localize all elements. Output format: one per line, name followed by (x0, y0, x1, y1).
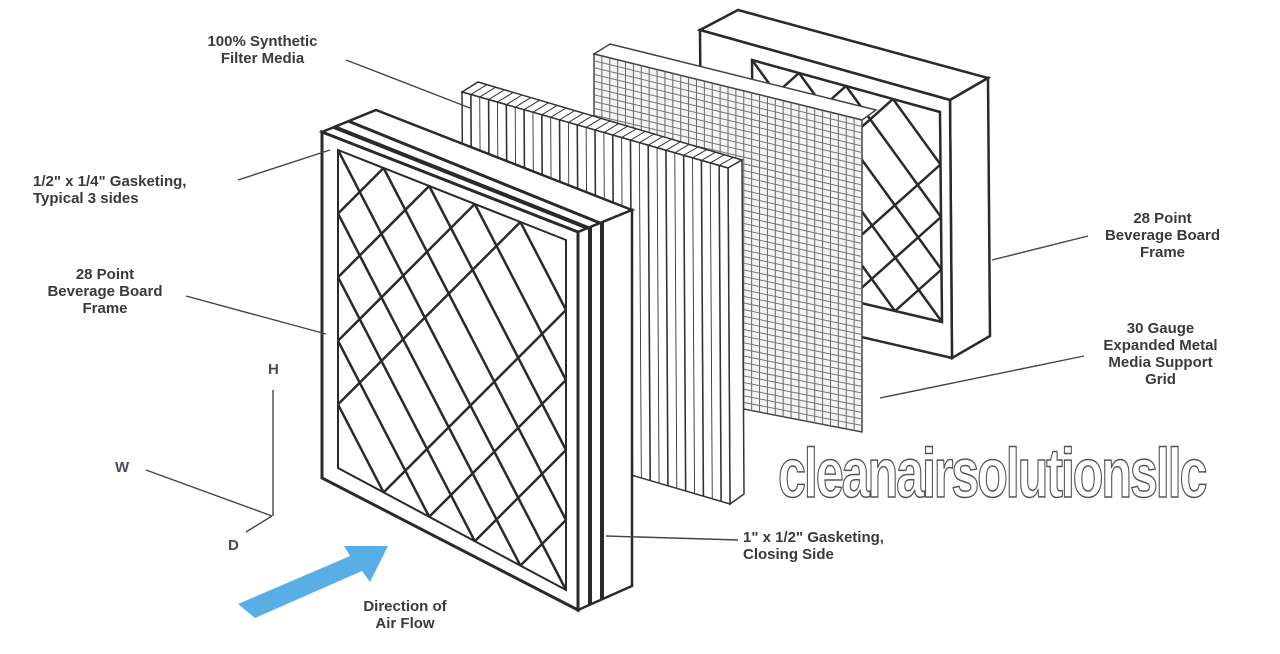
media-pleat-top-8 (532, 102, 549, 113)
front-frame-strut-9 (337, 185, 431, 279)
watermark: cleanairsolutionsllc (777, 433, 1208, 513)
support-grid-wire-h-3 (593, 73, 863, 140)
support-grid-wire-h-5 (593, 87, 863, 153)
axis-label-d: D (228, 537, 239, 554)
label-frame-left: 28 Point Beverage Board Frame (47, 266, 163, 317)
media-pleat-23 (665, 150, 669, 486)
back-frame-side (948, 75, 992, 361)
front-frame-strut-7 (337, 167, 385, 215)
leader-line-2 (185, 295, 327, 335)
leader-line-0 (345, 59, 471, 109)
media-pleat-top-16 (603, 123, 620, 133)
airflow-arrow (238, 546, 388, 618)
front-gasket-top (333, 125, 589, 230)
support-grid-wire-h-2 (593, 67, 863, 134)
media-pleat-20 (638, 142, 642, 479)
support-grid-wire-h-4 (593, 80, 863, 147)
label-frame-right: 28 Point Beverage Board Frame (1104, 210, 1221, 261)
label-support-grid: 30 Gauge Expanded Metal Media Support Gr… (1103, 320, 1218, 388)
support-grid-wire-h-8 (593, 107, 863, 173)
media-pleat-25 (682, 155, 687, 492)
media-pleat-26 (692, 157, 695, 494)
media-pleat-29 (718, 165, 722, 502)
leader-line-4 (879, 355, 1085, 399)
support-grid-wire-h-6 (593, 94, 863, 160)
label-gasketing-3-sides: 1/2" x 1/4" Gasketing, Typical 3 sides (33, 173, 187, 207)
media-pleat-top-2 (479, 86, 496, 98)
front-frame-strut-4 (336, 213, 522, 567)
front-frame-strut-10 (428, 185, 568, 451)
front-frame-strut-12 (473, 203, 568, 381)
support-grid-wire-h-7 (593, 101, 863, 166)
front-frame-strut-6 (336, 149, 568, 591)
front-frame-side (576, 208, 634, 612)
media-pleat-top-24 (674, 143, 690, 154)
front-frame-strut-14 (519, 221, 568, 311)
media-pleat-top-19 (630, 130, 646, 141)
label-gasketing-closing: 1" x 1/2" Gasketing, Closing Side (743, 529, 884, 563)
label-synthetic-media: 100% Synthetic Filter Media (207, 33, 318, 67)
leader-line-5 (605, 535, 739, 541)
front-frame-strut-3 (336, 276, 476, 542)
axis-w-line (145, 469, 273, 517)
media-pleat-top-27 (701, 151, 716, 161)
media-pleat-top-17 (612, 125, 628, 136)
media-pleat-top-3 (488, 89, 505, 101)
media-pleat-top-29 (718, 156, 734, 166)
media-pleat-top-7 (523, 99, 540, 111)
media-pleat-top-28 (710, 154, 725, 164)
media-pleat-24 (674, 152, 678, 489)
media-pleat-top-23 (665, 141, 681, 151)
media-pleat-top-4 (497, 91, 514, 103)
leader-line-1 (237, 149, 331, 181)
media-pleat-top-26 (692, 149, 708, 159)
front-frame-strut-19 (473, 449, 567, 543)
media-pleat-27 (700, 160, 705, 497)
media-pleat-top-25 (683, 146, 699, 156)
media-pleat-28 (709, 162, 713, 499)
front-frame-strut-17 (382, 309, 567, 494)
media-pleat-top-18 (621, 128, 637, 139)
front-frame (318, 108, 636, 613)
media-pleat-22 (656, 147, 660, 484)
front-frame-strut-20 (519, 519, 567, 567)
media-pleat-top-15 (594, 120, 611, 131)
back-frame-strut-11 (891, 98, 942, 166)
media-pleat-top-14 (585, 117, 602, 128)
dimension-axes (145, 390, 274, 533)
media-pleat-top-1 (470, 84, 488, 95)
axis-label-h: H (268, 361, 279, 378)
media-pleat-top-22 (656, 138, 672, 149)
front-frame-strut-1 (336, 403, 385, 493)
support-grid-wire-h-9 (593, 114, 863, 179)
axis-d-line (245, 515, 273, 533)
front-frame-strut-18 (428, 379, 567, 518)
media-pleat-top-9 (541, 104, 558, 116)
media-pleat-top-21 (647, 136, 664, 146)
back-frame-strut-16 (894, 268, 943, 312)
media-pleat-top-12 (568, 112, 584, 123)
front-frame-strut-11 (337, 203, 476, 342)
support-grid-wire-h-1 (593, 60, 863, 127)
label-air-flow: Direction of Air Flow (363, 598, 447, 632)
media-pleat-top-6 (514, 97, 532, 108)
media-pleat-top-11 (559, 110, 576, 121)
media-pleat-21 (647, 145, 651, 481)
back-frame-strut-15 (847, 216, 942, 301)
axis-label-w: W (115, 459, 130, 476)
front-frame-strut-13 (337, 221, 522, 406)
media-pleat-top-5 (506, 94, 523, 106)
front-frame-strut-8 (382, 167, 568, 521)
front-gasket-top-2 (347, 119, 601, 225)
media-pleat-top-20 (639, 133, 655, 144)
media-pleat-top-10 (550, 107, 567, 118)
leader-line-3 (991, 235, 1089, 261)
media-pleat-top-13 (577, 115, 593, 126)
leader-lines (185, 59, 1089, 541)
front-frame-strut-2 (336, 340, 431, 518)
